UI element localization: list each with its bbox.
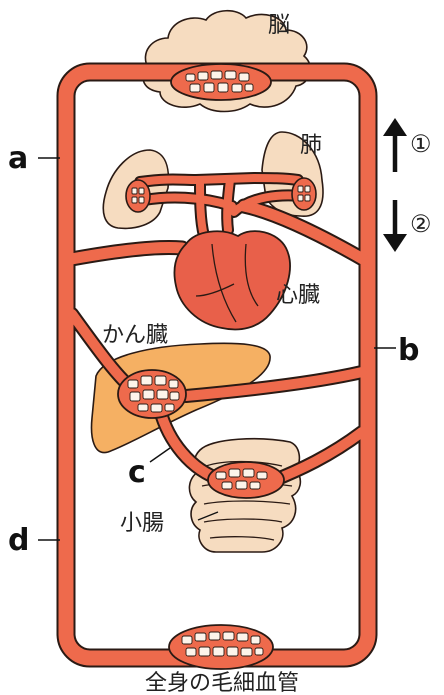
caption: 全身の毛細血管 (145, 671, 299, 695)
flow-label-up: ① (410, 130, 432, 158)
heart-label: 心臓 (276, 283, 320, 308)
vessel-label-b: b (398, 333, 419, 368)
brain-label: 脳 (268, 13, 290, 38)
arrow-down-icon (383, 200, 407, 252)
flow-label-down: ② (410, 210, 432, 238)
liver-label: かん臓 (102, 323, 168, 348)
vessel-label-a: a (8, 141, 28, 176)
arrow-up-icon (383, 118, 407, 172)
small-intestine-label: 小腸 (120, 511, 164, 536)
vessel-label-d: d (8, 523, 29, 558)
lungs-label: 肺 (300, 133, 322, 158)
vessel-label-c: c (128, 455, 146, 490)
